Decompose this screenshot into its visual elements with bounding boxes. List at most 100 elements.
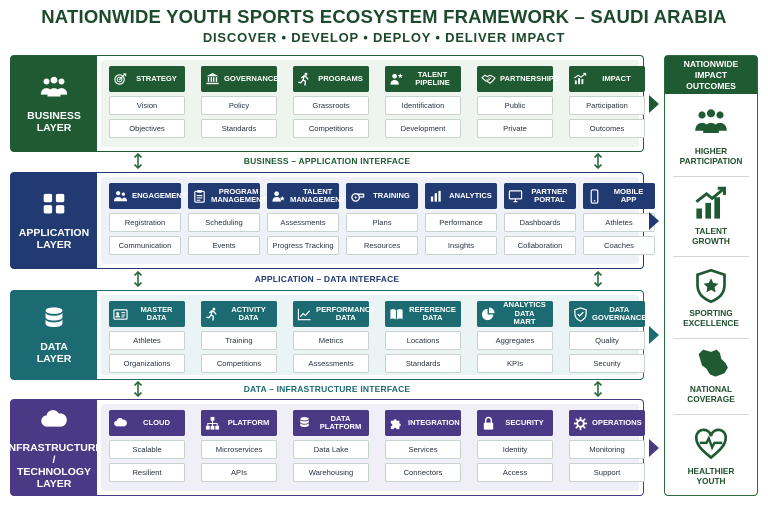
app-grid-icon — [43, 193, 65, 213]
application-column-header: TALENT MANAGEMENT — [267, 183, 345, 209]
column-item: Vision — [109, 96, 185, 115]
column-item: Competitions — [293, 119, 369, 138]
column-title: SECURITY — [505, 417, 544, 427]
chart-up-icon — [574, 72, 587, 84]
column-item: Outcomes — [569, 119, 645, 138]
data-column-header: ANALYTICS DATA MART — [477, 301, 553, 327]
double-arrow-icon — [133, 270, 143, 288]
column-title: PLATFORM — [227, 417, 270, 427]
data-column-header: ACTIVITY DATA — [201, 301, 277, 327]
column-item: Scheduling — [188, 213, 260, 232]
column-title: PROGRAM MANAGEMENT — [211, 186, 267, 204]
layer-arrow-icon — [648, 211, 660, 231]
column-item: Performance — [425, 213, 497, 232]
column-item: Identification — [385, 96, 461, 115]
application-column-header: PARTNER PORTAL — [504, 183, 576, 209]
column-title: TRAINING — [373, 190, 410, 200]
interface-text: BUSINESS – APPLICATION INTERFACE — [243, 156, 411, 166]
infrastructure-layer-label: INFRASTRUCTURE / TECHNOLOGY LAYER — [6, 400, 102, 495]
column-item: Security — [569, 354, 645, 373]
infrastructure-column-header: DATA PLATFORM — [293, 410, 369, 436]
column-title: ANALYTICS — [449, 190, 492, 200]
column-item: Collaboration — [504, 236, 576, 255]
column-item: Objectives — [109, 119, 185, 138]
outcome-label: TALENT GROWTH — [692, 226, 730, 246]
column-item: Development — [385, 119, 461, 138]
column-item: Resources — [346, 236, 418, 255]
column-item: KPIs — [477, 354, 553, 373]
column-item: Resilient — [109, 463, 185, 482]
runner-icon — [206, 307, 217, 321]
infrastructure-column-header: INTEGRATION — [385, 410, 461, 436]
line-chart-icon — [297, 308, 311, 320]
star-person-icon — [272, 190, 285, 202]
bar-chart-icon — [430, 190, 441, 202]
column-title: PERFORMANCE DATA — [316, 304, 376, 322]
business-column-header: IMPACT — [569, 66, 645, 92]
interface-label: APPLICATION – DATA INTERFACE — [10, 270, 644, 288]
column-item: Public — [477, 96, 553, 115]
column-item: Participation — [569, 96, 645, 115]
outcome-label: NATIONAL COVERAGE — [687, 384, 735, 404]
handshake-icon — [481, 74, 496, 84]
infrastructure-column-header: SECURITY — [477, 410, 553, 436]
column-item: Access — [477, 463, 553, 482]
column-title: DATA GOVERNANCE — [592, 304, 647, 322]
whistle-icon — [351, 192, 365, 202]
puzzle-icon — [390, 418, 401, 429]
column-item: Standards — [201, 119, 277, 138]
business-column-header: STRATEGY — [109, 66, 185, 92]
application-column-header: ANALYTICS — [425, 183, 497, 209]
outcome-divider — [673, 256, 749, 257]
data-layer-label: DATA LAYER — [11, 291, 97, 379]
network-icon — [205, 416, 220, 430]
column-item: Communication — [109, 236, 181, 255]
column-item: Monitoring — [569, 440, 645, 459]
id-card-icon — [113, 308, 128, 320]
clipboard-icon — [194, 189, 205, 203]
interface-label: BUSINESS – APPLICATION INTERFACE — [10, 152, 644, 170]
application-column-header: PROGRAM MANAGEMENT — [188, 183, 266, 209]
lock-icon — [483, 416, 494, 430]
outcome-item: SPORTING EXCELLENCE — [669, 268, 753, 328]
column-item: Plans — [346, 213, 418, 232]
column-item: Organizations — [109, 354, 185, 373]
data-column-header: MASTER DATA — [109, 301, 185, 327]
column-item: Locations — [385, 331, 461, 350]
layer-arrow-icon — [648, 94, 660, 114]
column-item: Grassroots — [293, 96, 369, 115]
page-subtitle: DISCOVER • DEVELOP • DEPLOY • DELIVER IM… — [202, 30, 566, 45]
infrastructure-column-header: PLATFORM — [201, 410, 277, 436]
gear-icon — [573, 416, 588, 430]
business-column-header: TALENT PIPELINE — [385, 66, 461, 92]
column-item: Metrics — [293, 331, 369, 350]
double-arrow-icon — [593, 152, 603, 170]
column-title: DATA PLATFORM — [319, 413, 362, 431]
column-item: Aggregates — [477, 331, 553, 350]
outcome-label: SPORTING EXCELLENCE — [683, 308, 739, 328]
infrastructure-column-header: OPERATIONS — [569, 410, 645, 436]
runner-icon — [298, 72, 309, 86]
cloud-icon — [41, 409, 67, 427]
double-arrow-icon — [593, 380, 603, 398]
column-item: Support — [569, 463, 645, 482]
column-item: Identity — [477, 440, 553, 459]
application-layer-title: APPLICATION LAYER — [18, 226, 90, 251]
data-column-header: PERFORMANCE DATA — [293, 301, 376, 327]
column-title: CLOUD — [143, 417, 170, 427]
